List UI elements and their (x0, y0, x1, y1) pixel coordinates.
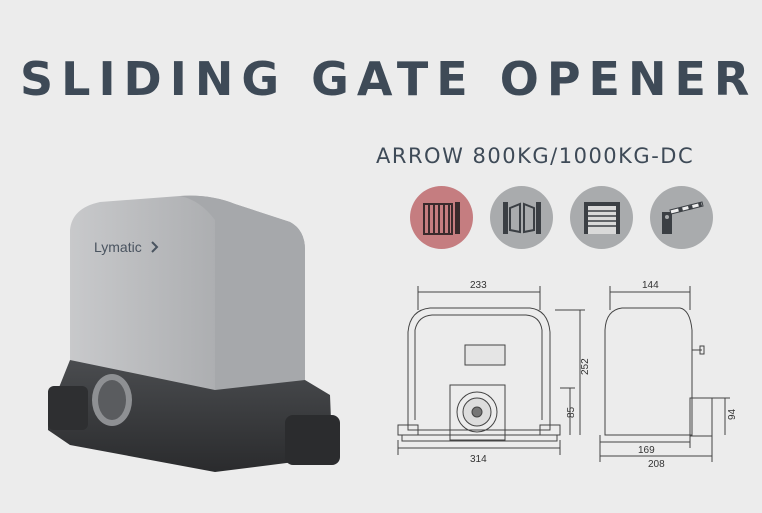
garage-door-icon (570, 186, 633, 249)
dim-side-width-mid: 169 (638, 445, 655, 456)
brand-logo: Lymatic (94, 239, 142, 255)
dim-front-height: 252 (580, 358, 591, 375)
dim-front-width-top: 233 (470, 280, 487, 291)
dim-side-width-bottom: 208 (648, 459, 665, 470)
dim-side-height: 94 (727, 408, 738, 420)
dimension-drawing: 233 252 85 314 144 94 169 208 (390, 270, 750, 480)
barrier-gate-icon (650, 186, 713, 249)
dim-front-width-bottom: 314 (470, 454, 487, 465)
dim-side-width-top: 144 (642, 280, 659, 291)
page-title: SLIDING GATE OPENER (20, 52, 758, 106)
gate-opener-product-image: Lymatic (40, 190, 375, 480)
swing-gate-icon (490, 186, 553, 249)
sliding-gate-icon (410, 186, 473, 249)
model-subtitle: ARROW 800KG/1000KG-DC (376, 144, 695, 168)
application-icons (410, 186, 713, 249)
dim-gear-height: 85 (566, 406, 577, 418)
